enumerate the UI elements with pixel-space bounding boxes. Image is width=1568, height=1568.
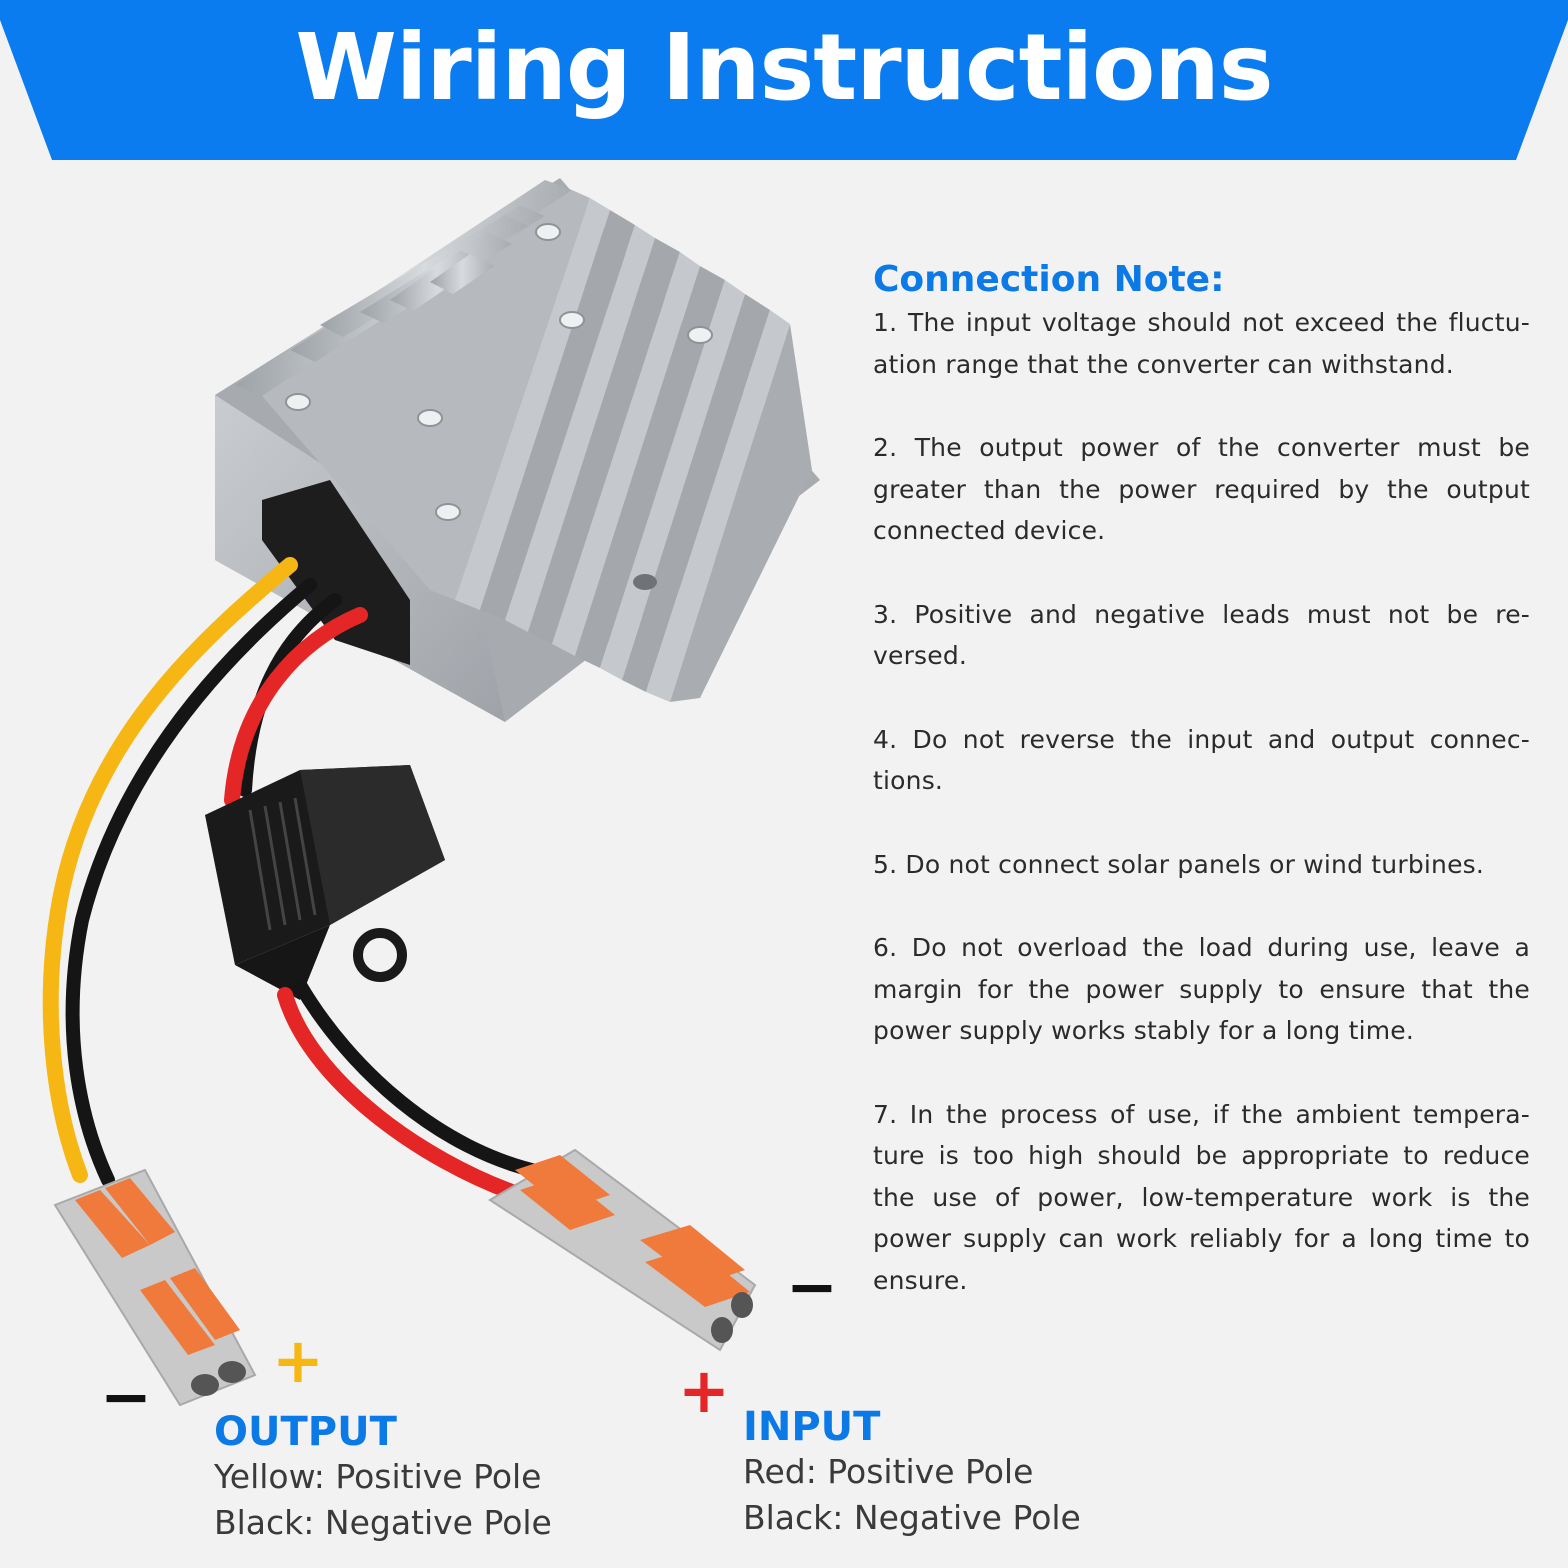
- output-plus-sign: +: [272, 1324, 324, 1397]
- note-item: 4. Do not reverse the input and output c…: [873, 724, 1530, 796]
- note-item: 1. The input voltage should not exceed t…: [873, 308, 1530, 379]
- yellow-output-wire: [42, 557, 298, 1183]
- note-item: 7. In the process of use, if the ambient…: [873, 1099, 1530, 1295]
- input-connector-icon: [488, 1148, 757, 1352]
- notes-title: Connection Note:: [873, 259, 1225, 300]
- mount-hole-icon: [633, 574, 657, 590]
- converter-icon: [42, 178, 820, 1407]
- cable-gland: [262, 480, 410, 665]
- title-banner: [0, 0, 1568, 160]
- black-input-wire-lower: [293, 978, 547, 1179]
- output-heading: OUTPUT: [214, 1409, 397, 1455]
- input-plus-sign: +: [678, 1354, 730, 1427]
- converter-illustration: [0, 160, 860, 1410]
- input-minus-sign: −: [786, 1250, 838, 1323]
- note-item: 5. Do not connect solar panels or wind t…: [873, 849, 1485, 879]
- red-input-wire-lower: [277, 987, 528, 1203]
- input-negative-label: Black: Negative Pole: [743, 1498, 1081, 1537]
- output-connector-icon: [53, 1168, 257, 1407]
- input-legend: INPUT Red: Positive Pole Black: Negative…: [743, 1405, 1081, 1541]
- banner-shape: [0, 0, 1568, 160]
- rivet-icons: [285, 223, 713, 521]
- input-positive-label: Red: Positive Pole: [743, 1452, 1034, 1491]
- black-output-wire: [65, 578, 317, 1187]
- output-positive-label: Yellow: Positive Pole: [214, 1457, 542, 1496]
- output-minus-sign: −: [100, 1360, 152, 1433]
- note-item: 3. Positive and negative leads must not …: [873, 599, 1530, 671]
- output-legend: OUTPUT Yellow: Positive Pole Black: Nega…: [214, 1410, 552, 1546]
- connection-notes: Connection Note: 1. The input voltage sh…: [873, 258, 1530, 1343]
- input-heading: INPUT: [743, 1404, 881, 1450]
- page-title: Wiring Instructions: [295, 14, 1273, 121]
- output-negative-label: Black: Negative Pole: [214, 1503, 552, 1542]
- heatsink-fins: [235, 180, 812, 702]
- red-input-wire: [224, 607, 368, 808]
- note-item: 2. The output power of the converter mus…: [873, 433, 1530, 545]
- fuse-holder-icon: [205, 765, 445, 1000]
- note-item: 6. Do not overload the load during use, …: [873, 933, 1530, 1045]
